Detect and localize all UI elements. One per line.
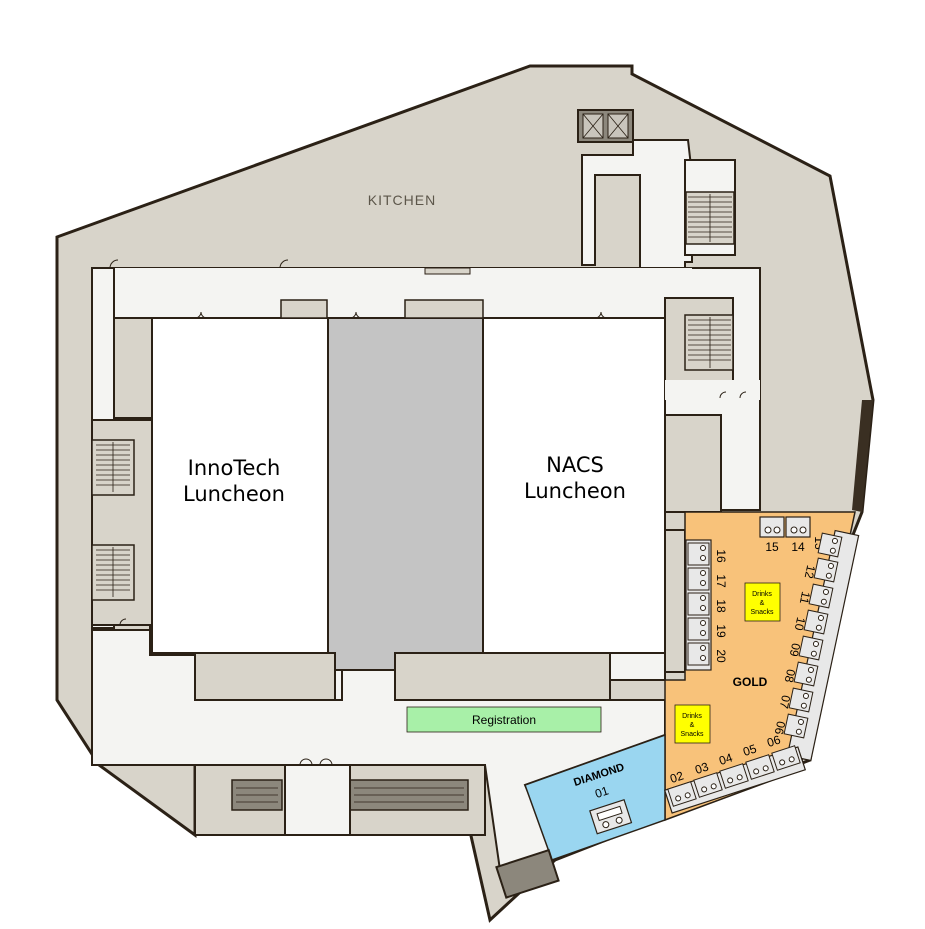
north-wall-notch: [424, 267, 471, 275]
nacs-room-label-line2: Luncheon: [524, 479, 626, 503]
booth-09[interactable]: [798, 635, 824, 661]
booth-03[interactable]: [693, 772, 723, 798]
booth-05-number: 05: [741, 741, 758, 759]
drinks-snacks-1-line1: Drinks: [752, 591, 772, 598]
south-block-east: [394, 652, 611, 701]
registration-label: Registration: [472, 713, 536, 727]
gold-zone-label: GOLD: [733, 675, 768, 689]
booth-14-number: 14: [791, 540, 805, 554]
nacs-luncheon-room[interactable]: [482, 317, 666, 654]
innotech-room-label-line2: Luncheon: [183, 482, 285, 506]
booth-20[interactable]: [687, 642, 710, 666]
kitchen-label: KITCHEN: [368, 192, 436, 208]
drinks-snacks-1-line2: &: [760, 600, 765, 607]
west-service-column: [113, 317, 153, 419]
west-stair-2-steps: [96, 547, 130, 597]
drinks-snacks-2-line2: &: [690, 722, 695, 729]
booth-12[interactable]: [813, 557, 839, 583]
east-stair-upper-steps: [688, 194, 732, 242]
booth-01-number: 01: [593, 783, 610, 801]
booth-05[interactable]: [745, 754, 775, 780]
booth-08[interactable]: [793, 661, 819, 687]
booth-06-bottom-number: 06: [765, 732, 782, 750]
booth-04[interactable]: [719, 763, 749, 789]
booth-07[interactable]: [788, 687, 814, 713]
door-swing-marks: [109, 259, 747, 766]
booth-11-number: 11: [797, 590, 813, 605]
nacs-room-label-line1: NACS: [546, 453, 604, 477]
booth-10[interactable]: [803, 609, 829, 635]
drinks-snacks-1-line3: Snacks: [751, 609, 774, 616]
booth-06-right-number: 06: [772, 720, 789, 736]
booth-09-number: 09: [787, 642, 804, 658]
booth-18[interactable]: [687, 592, 710, 616]
north-corridor-band: [92, 268, 692, 318]
booth-08-number: 08: [782, 668, 799, 684]
east-stair-lower-steps: [688, 317, 731, 368]
south-block-west: [194, 652, 336, 701]
south-vestibule: [284, 764, 351, 836]
booth-02[interactable]: [667, 781, 697, 807]
booth-15[interactable]: [759, 516, 785, 538]
booth-17[interactable]: [687, 567, 710, 591]
booth-16[interactable]: [687, 542, 710, 566]
registration-area[interactable]: [406, 706, 602, 733]
drinks-snacks-station-1[interactable]: [744, 582, 781, 622]
booth-11[interactable]: [808, 583, 834, 609]
booth-20-number: 20: [714, 649, 728, 663]
booth-06-right[interactable]: [783, 713, 809, 739]
booth-01[interactable]: [589, 799, 633, 835]
booth-02-number: 02: [668, 768, 685, 786]
booth-06-bottom[interactable]: [771, 745, 801, 771]
center-hall: [327, 317, 484, 671]
drinks-snacks-2-line3: Snacks: [681, 731, 704, 738]
south-elevator-block: [495, 848, 560, 899]
north-service-box-2: [404, 299, 484, 319]
booth-19-number: 19: [714, 624, 728, 638]
booth-03-number: 03: [693, 759, 710, 777]
east-service-room-2: [664, 529, 686, 673]
booth-17-number: 17: [714, 574, 728, 588]
innotech-luncheon-room[interactable]: [151, 317, 329, 654]
east-wall-stripe: [852, 400, 873, 512]
booth-13[interactable]: [817, 532, 843, 558]
south-escalator-steps: [236, 787, 464, 803]
booth-14[interactable]: [785, 516, 811, 538]
north-elevator-x-marks: [582, 113, 629, 139]
drinks-snacks-2-line1: Drinks: [682, 713, 702, 720]
booth-04-number: 04: [717, 750, 734, 768]
east-stair-lower-well: [684, 314, 734, 371]
booth-19[interactable]: [687, 617, 710, 641]
booth-15-number: 15: [765, 540, 779, 554]
booth-12-number: 12: [802, 564, 819, 580]
booth-07-number: 07: [777, 694, 794, 710]
drinks-snacks-station-2[interactable]: [674, 704, 711, 744]
booth-16-number: 16: [714, 549, 728, 563]
east-lower-corridor: [665, 380, 760, 400]
diamond-sponsor-zone[interactable]: [524, 733, 666, 861]
booth-18-number: 18: [714, 599, 728, 613]
innotech-room-label-line1: InnoTech: [188, 456, 281, 480]
north-service-box-1: [280, 299, 328, 319]
east-service-room-1: [664, 414, 722, 513]
booth-10-number: 10: [792, 616, 809, 632]
west-stair-1-steps: [96, 442, 130, 492]
